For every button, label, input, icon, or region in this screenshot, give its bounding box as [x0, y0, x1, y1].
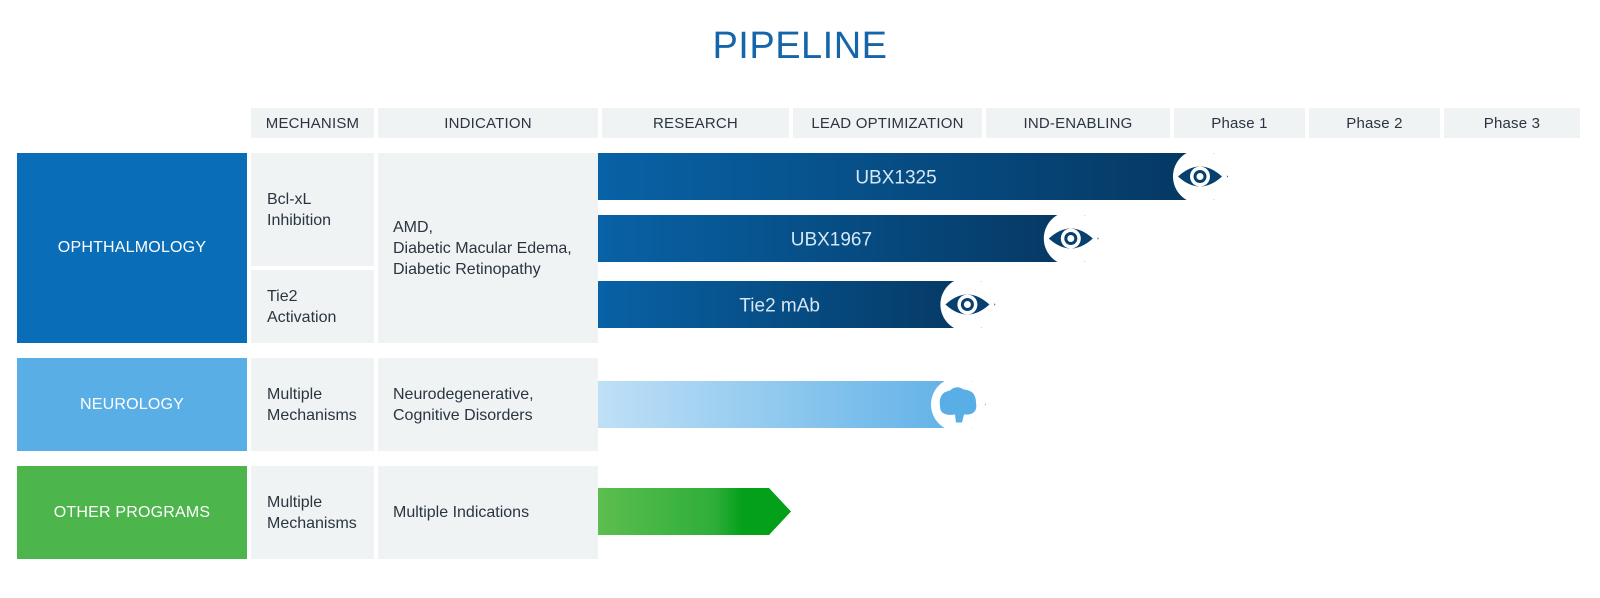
program-bar-ubx1967: UBX1967: [598, 211, 1099, 266]
area-other-programs: OTHER PROGRAMS: [17, 466, 247, 559]
bar-shape: [598, 488, 791, 535]
bar-shape: [598, 281, 994, 328]
header-phase-2: Phase 2: [1309, 108, 1440, 138]
area-neurology: NEUROLOGY: [17, 358, 247, 451]
header-phase-1: Phase 1: [1174, 108, 1305, 138]
eye-icon: [1178, 166, 1222, 187]
indication-neurology: Neurodegenerative, Cognitive Disorders: [378, 358, 598, 451]
program-bar-neurology: [598, 377, 986, 432]
program-bar-ubx1325: UBX1325: [598, 149, 1228, 204]
program-label: Tie2 mAb: [739, 296, 820, 317]
program-label: UBX1967: [791, 230, 872, 251]
header-mechanism: MECHANISM: [251, 108, 374, 138]
area-ophthalmology: OPHTHALMOLOGY: [17, 153, 247, 343]
program-label: UBX1325: [855, 168, 936, 189]
eye-icon: [1048, 228, 1093, 249]
mechanism-other: Multiple Mechanisms: [251, 466, 374, 559]
eye-icon: [945, 294, 990, 315]
header-indication: INDICATION: [378, 108, 598, 138]
bar-shape: [598, 153, 1226, 200]
page-title: PIPELINE: [712, 25, 888, 67]
bar-shape: [598, 381, 984, 428]
header-phase-3: Phase 3: [1444, 108, 1580, 138]
mechanism-bcl-xl: Bcl-xL Inhibition: [251, 153, 374, 266]
program-bar-tie2-mab: Tie2 mAb: [598, 277, 996, 332]
mechanism-neurology: Multiple Mechanisms: [251, 358, 374, 451]
header-ind-enabling: IND-ENABLING: [986, 108, 1170, 138]
header-research: RESEARCH: [602, 108, 789, 138]
brain-icon: [939, 387, 977, 423]
bar-shape: [598, 215, 1097, 262]
program-bar-other: [598, 488, 791, 535]
indication-ophthalmology: AMD, Diabetic Macular Edema, Diabetic Re…: [378, 153, 598, 343]
indication-other: Multiple Indications: [378, 466, 598, 559]
mechanism-tie2: Tie2 Activation: [251, 270, 374, 343]
header-lead-optimization: LEAD OPTIMIZATION: [793, 108, 982, 138]
